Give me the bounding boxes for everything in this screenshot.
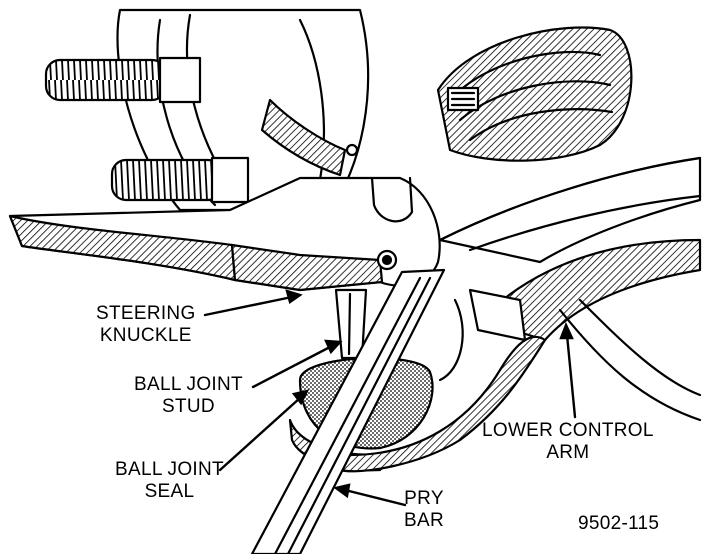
label-line: LOWER CONTROL	[482, 420, 654, 441]
label-line: STUD	[162, 396, 215, 417]
arrow-ball-joint-stud	[251, 339, 343, 389]
pry-bar-part	[250, 268, 446, 554]
label-line: BAR	[404, 510, 444, 531]
lower-control-arm-part	[338, 156, 702, 473]
figure-id: 9502-115	[578, 513, 660, 534]
arrow-lower-control-arm	[559, 321, 577, 419]
label-line: ARM	[546, 442, 590, 463]
label-ball-joint-seal: BALL JOINT SEAL	[115, 459, 224, 503]
wheel-stud-lower	[110, 156, 250, 204]
label-line: BALL JOINT	[134, 374, 243, 395]
label-steering-knuckle: STEERING KNUCKLE	[96, 303, 196, 347]
label-pry-bar: PRY BAR	[404, 488, 444, 532]
wheel-stud-upper	[44, 56, 202, 104]
label-line: SEAL	[144, 481, 195, 502]
label-line: STEERING	[96, 303, 196, 324]
arrow-pry-bar	[333, 483, 407, 507]
label-line: KNUCKLE	[99, 325, 192, 346]
steering-knuckle-part	[8, 176, 441, 292]
arrow-ball-joint-seal	[218, 389, 310, 472]
label-line: BALL JOINT	[115, 459, 224, 480]
arrow-steering-knuckle	[203, 289, 303, 317]
cv-boot	[436, 26, 633, 162]
label-lower-control-arm: LOWER CONTROL ARM	[482, 420, 654, 464]
label-line: PRY	[404, 488, 444, 509]
label-ball-joint-stud: BALL JOINT STUD	[134, 374, 243, 418]
